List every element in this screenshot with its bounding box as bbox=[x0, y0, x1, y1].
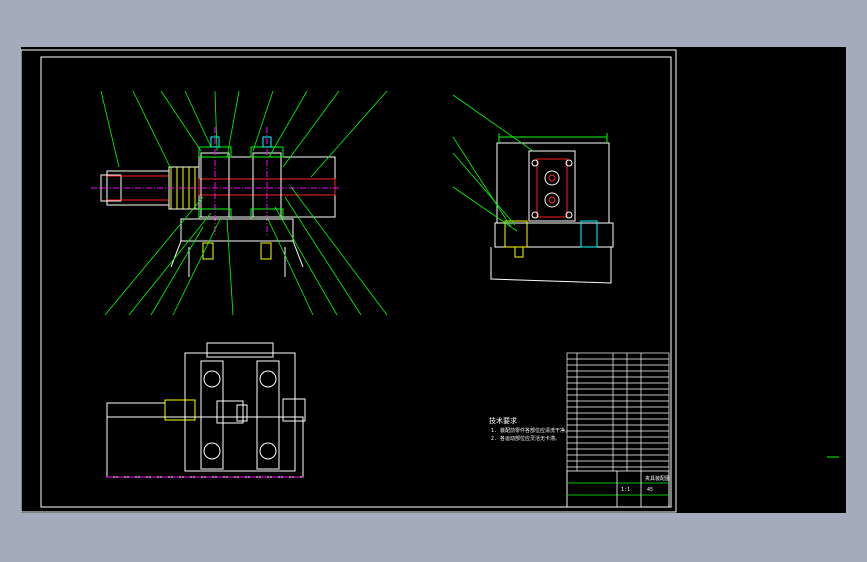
title-block: 夹具装配图 1:1 45 bbox=[566, 470, 670, 508]
title-block-scale: 1:1 bbox=[621, 487, 630, 493]
technical-notes: 技术要求 1. 装配前零件各部位应清洗干净。 2. 各运动部位应灵活无卡滞。 bbox=[489, 416, 570, 442]
top-view bbox=[106, 342, 306, 478]
side-view bbox=[490, 133, 614, 284]
sheet-inner-frame bbox=[40, 56, 672, 508]
notes-line-1: 1. 装配前零件各部位应清洗干净。 bbox=[491, 427, 570, 434]
notes-line-2: 2. 各运动部位应灵活无卡滞。 bbox=[491, 435, 560, 442]
parts-list bbox=[566, 352, 670, 508]
notes-title: 技术要求 bbox=[489, 416, 517, 425]
title-block-drawing-name: 夹具装配图 bbox=[645, 475, 670, 482]
front-view bbox=[91, 127, 341, 277]
cad-viewport[interactable]: 技术要求 1. 装配前零件各部位应清洗干净。 2. 各运动部位应灵活无卡滞。 夹… bbox=[21, 47, 846, 513]
cad-drawing: 技术要求 1. 装配前零件各部位应清洗干净。 2. 各运动部位应灵活无卡滞。 夹… bbox=[21, 49, 839, 513]
front-view-leaders bbox=[100, 90, 388, 316]
sheet-outer-frame bbox=[21, 49, 677, 513]
side-view-leaders bbox=[452, 94, 534, 232]
title-block-material: 45 bbox=[647, 487, 653, 493]
